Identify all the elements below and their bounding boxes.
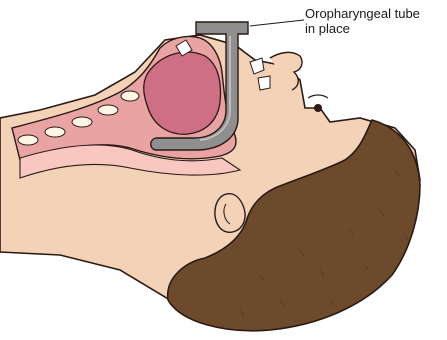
callout-leader-line: [250, 20, 304, 26]
eyebrow: [308, 95, 328, 98]
callout-label-line-2: in place: [305, 21, 445, 36]
eye: [314, 104, 322, 112]
callout-label-line-1: Oropharyngeal tube: [305, 6, 445, 21]
tongue: [144, 52, 221, 134]
callout-label: Oropharyngeal tube in place: [305, 6, 445, 36]
